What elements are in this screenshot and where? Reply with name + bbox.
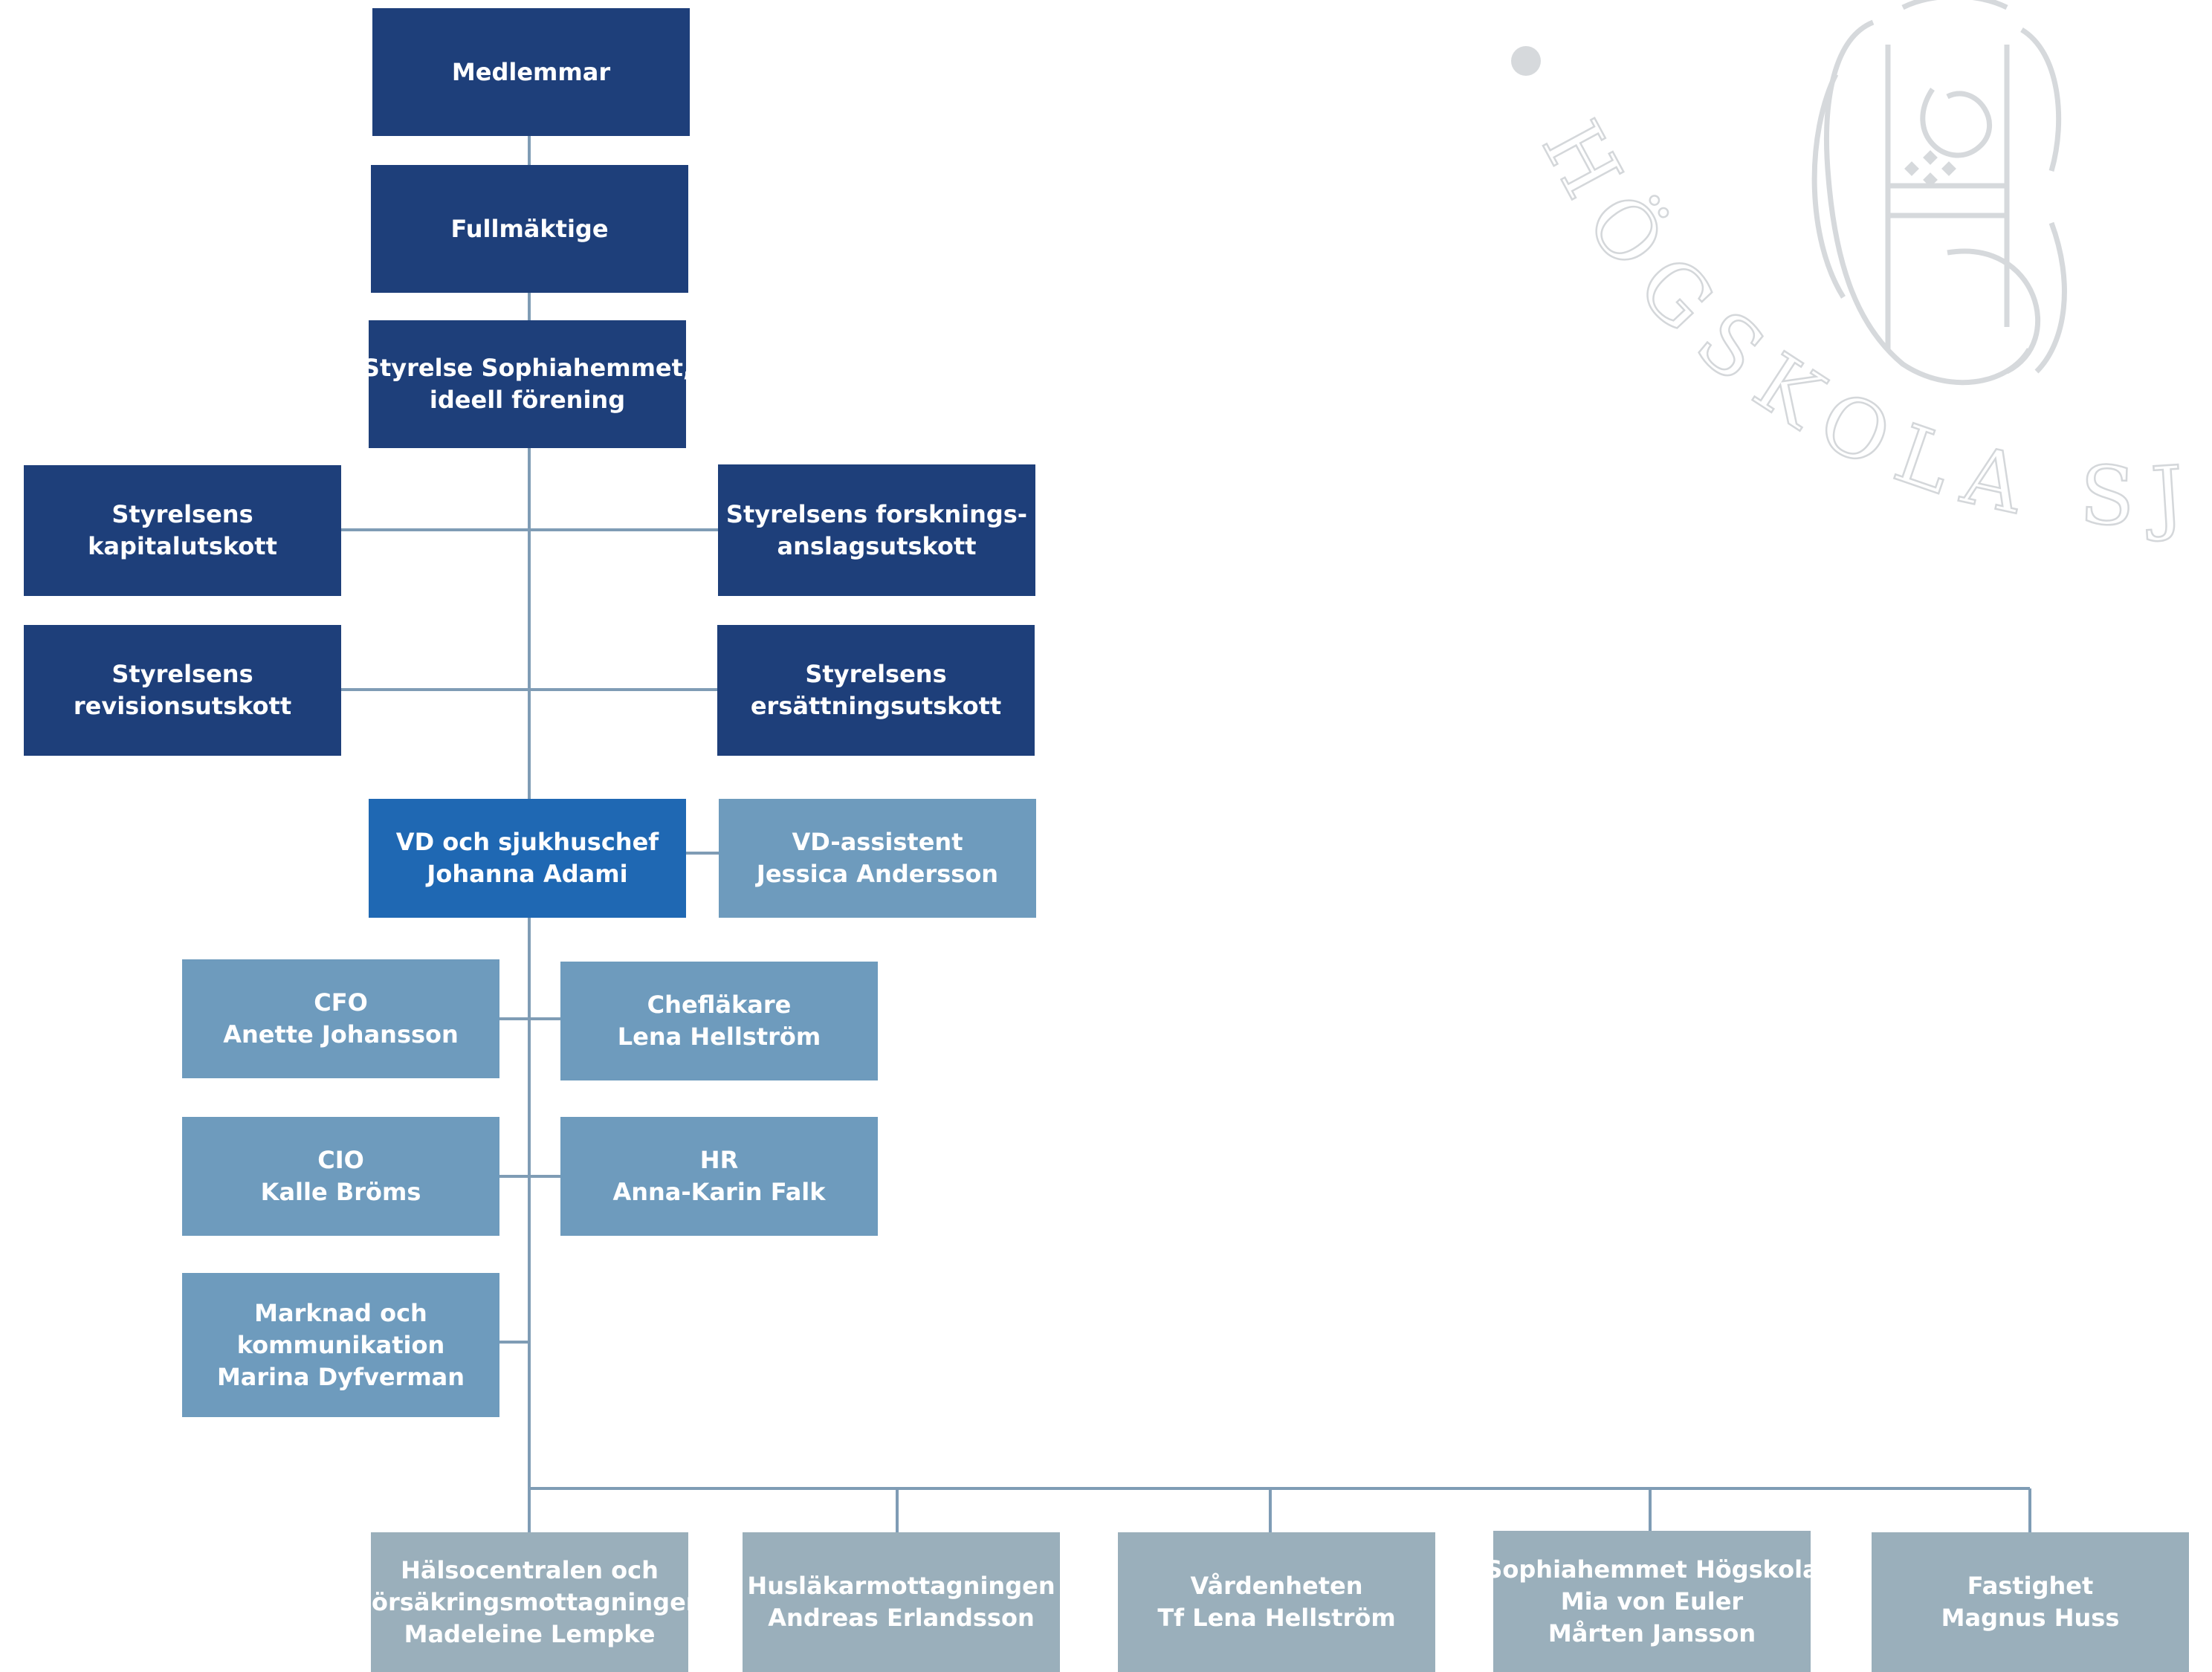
node-text-line: Lena Hellström: [617, 1023, 821, 1051]
node-text-line: Tf Lena Hellström: [1157, 1604, 1396, 1632]
node-text-line: Madeleine Lempke: [404, 1619, 656, 1648]
node-text-line: Johanna Adami: [427, 860, 628, 888]
node-kapitalutskott: Styrelsens kapitalutskott: [24, 465, 341, 596]
node-text-line: HR: [699, 1146, 739, 1174]
node-text-line: VD-assistent: [792, 828, 963, 856]
node-text-line: revisionsutskott: [73, 692, 292, 720]
node-text-line: Mia von Euler: [1560, 1587, 1744, 1616]
node-text-line: CIO: [317, 1146, 364, 1174]
node-fullmaktige: Fullmäktige: [371, 165, 688, 293]
node-styrelse: Styrelse Sophiahemmet, ideell förening: [363, 320, 692, 448]
node-text-line: Chefläkare: [647, 991, 792, 1019]
node-hr: HR Anna-Karin Falk: [560, 1117, 878, 1236]
node-cio: CIO Kalle Bröms: [182, 1117, 499, 1236]
node-text-line: anslagsutskott: [777, 531, 977, 560]
node-text-line: Marknad och: [254, 1298, 427, 1327]
node-text-line: Andreas Erlandsson: [768, 1604, 1035, 1632]
node-text-line: Anette Johansson: [223, 1020, 459, 1049]
node-text-line: Styrelsens: [805, 660, 947, 688]
node-text-line: Anna-Karin Falk: [612, 1178, 826, 1206]
node-text-line: VD och sjukhuschef: [395, 828, 659, 856]
node-text-line: Hälsocentralen och: [401, 1555, 659, 1584]
node-text-line: kapitalutskott: [88, 532, 277, 560]
node-text-line: Fastighet: [1967, 1572, 2094, 1600]
node-text-line: Medlemmar: [451, 57, 611, 86]
node-text-line: Försäkringsmottagningen: [356, 1587, 703, 1616]
node-cfo: CFO Anette Johansson: [182, 959, 499, 1078]
node-text-line: Sophiahemmet Högskola: [1485, 1555, 1819, 1584]
node-text-line: Styrelsens forsknings-: [725, 499, 1028, 528]
node-text-line: Fullmäktige: [450, 214, 609, 243]
node-text-line: Styrelse Sophiahemmet,: [362, 354, 693, 382]
node-text-line: Styrelsens: [111, 660, 253, 688]
node-revisionsutskott: Styrelsens revisionsutskott: [24, 625, 341, 756]
node-text-line: Mårten Jansson: [1548, 1618, 1756, 1647]
node-text-line: ideell förening: [429, 386, 626, 414]
node-ersattningsutskott: Styrelsens ersättningsutskott: [717, 625, 1035, 756]
node-forskningsutskott: Styrelsens forsknings-anslagsutskott: [718, 464, 1035, 596]
sophiahemmet-seal-watermark: HÖGSKOLA SJUK: [1487, 0, 2187, 545]
node-vardenheten: Vårdenheten Tf Lena Hellström: [1118, 1532, 1435, 1672]
node-text-line: Magnus Huss: [1941, 1604, 2120, 1632]
node-text-line: ersättningsutskott: [750, 692, 1002, 720]
node-text-line: Vårdenheten: [1190, 1572, 1363, 1600]
node-text-line: Marina Dyfverman: [216, 1362, 465, 1391]
node-text-line: CFO: [314, 988, 368, 1017]
node-text-line: kommunikation: [236, 1330, 445, 1359]
node-text-line: Styrelsens: [111, 500, 253, 528]
node-text-line: Kalle Bröms: [260, 1178, 421, 1206]
node-medlemmar: Medlemmar: [372, 8, 690, 136]
node-text-line: Husläkarmottagningen: [747, 1572, 1055, 1600]
node-text-line: Jessica Andersson: [756, 860, 999, 888]
